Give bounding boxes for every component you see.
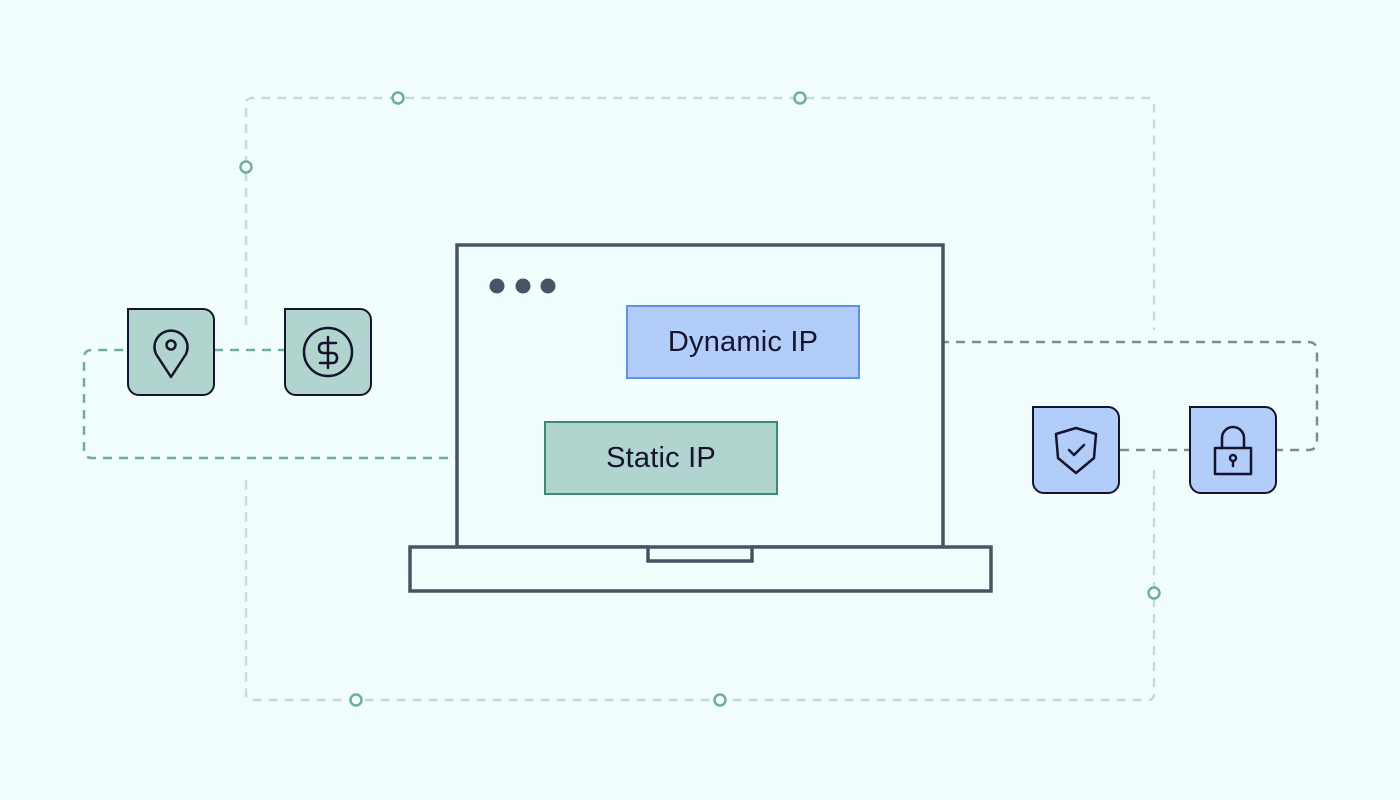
- frame-nodes: [239, 91, 1161, 707]
- dollar-coin-icon: [302, 326, 354, 378]
- frame-node: [349, 693, 363, 707]
- static-ip-connector: [82, 348, 544, 460]
- dynamic-ip-label: Dynamic IP: [667, 325, 819, 358]
- static-ip-box: Static IP: [544, 421, 778, 495]
- shield-tile: [1032, 406, 1120, 494]
- window-dot: [489, 278, 505, 294]
- outer-dashed-frame: [244, 96, 1156, 702]
- location-tile: [127, 308, 215, 396]
- padlock-icon: [1213, 425, 1253, 476]
- padlock-tile: [1189, 406, 1277, 494]
- dynamic-ip-box: Dynamic IP: [626, 305, 860, 379]
- frame-node: [239, 160, 253, 174]
- window-dot: [540, 278, 556, 294]
- static-ip-label: Static IP: [606, 441, 716, 474]
- frame-node: [713, 693, 727, 707]
- dynamic-ip-connector: [860, 340, 1319, 452]
- frame-node: [793, 91, 807, 105]
- laptop-screen: [455, 243, 945, 549]
- frame-node: [1147, 586, 1161, 600]
- window-dots: [489, 278, 556, 294]
- dollar-tile: [284, 308, 372, 396]
- shield-check-icon: [1054, 426, 1098, 475]
- laptop-base: [408, 545, 993, 593]
- location-pin-icon: [153, 329, 189, 379]
- laptop-illustration: [408, 243, 993, 593]
- frame-node: [391, 91, 405, 105]
- window-dot: [515, 278, 531, 294]
